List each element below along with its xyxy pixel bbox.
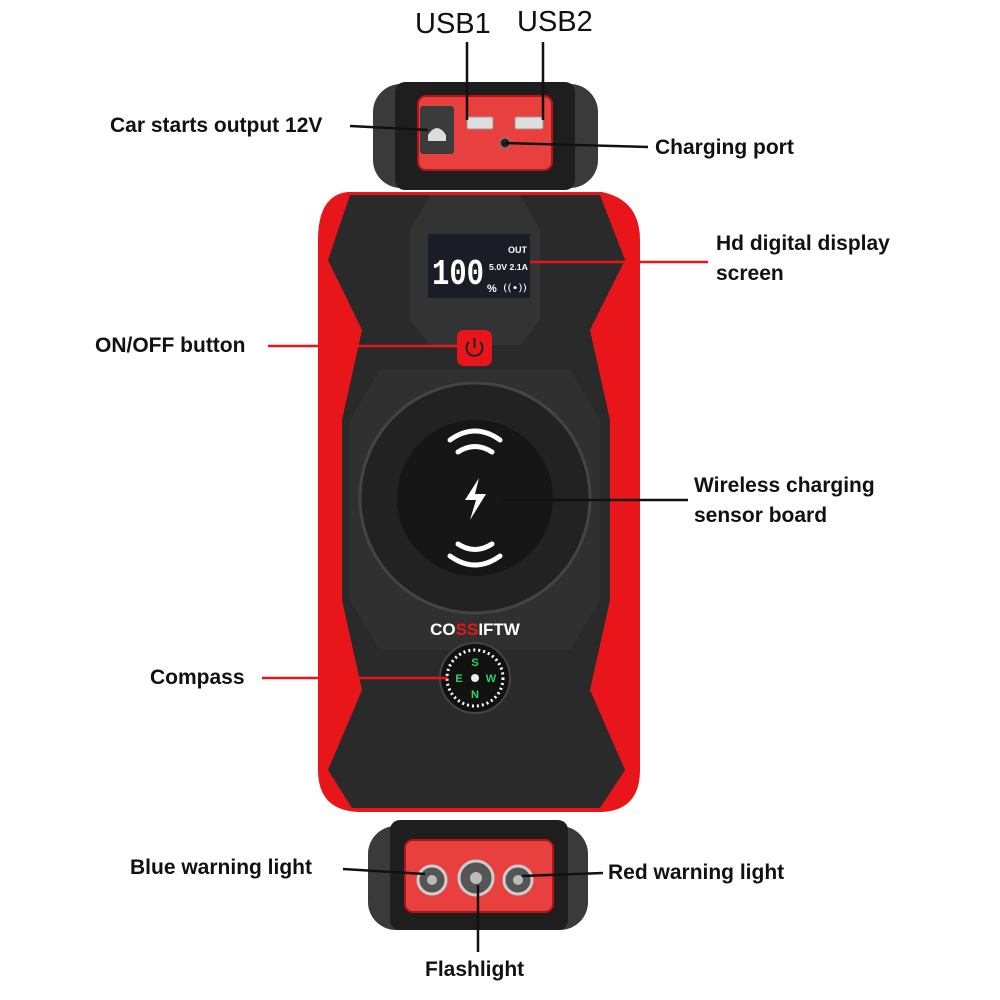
output-readout: 5.0V 2.1A (489, 263, 528, 272)
usb2-port (514, 116, 544, 130)
red-warning-light (502, 864, 534, 896)
brand-logo: COSSIFTW (430, 620, 521, 639)
callout-lines (262, 42, 708, 952)
label-usb1: USB1 (415, 8, 491, 40)
label-usb2: USB2 (517, 6, 593, 38)
top-end-cap (373, 82, 598, 190)
label-charging-port: Charging port (655, 136, 794, 159)
compass-s: S (471, 657, 478, 669)
label-wireless-line1: Wireless charging (694, 474, 875, 497)
label-display: Hd digital display screen (716, 229, 890, 289)
compass-e: E (455, 673, 462, 685)
usb1-port (466, 116, 494, 130)
percent-sign: % (487, 283, 497, 295)
label-car-start: Car starts output 12V (110, 114, 323, 137)
battery-percent: 100 (432, 254, 484, 295)
label-red-light: Red warning light (608, 861, 785, 884)
label-display-line1: Hd digital display (716, 232, 890, 255)
bottom-end-cap (368, 820, 588, 930)
label-blue-light: Blue warning light (130, 856, 312, 879)
compass: S N E W (439, 642, 511, 714)
label-compass: Compass (150, 666, 245, 689)
power-button[interactable] (457, 330, 492, 366)
label-wireless: Wireless charging sensor board (694, 471, 875, 531)
compass-w: W (486, 673, 497, 685)
label-on-off: ON/OFF button (95, 334, 246, 357)
wireless-waves-icon (447, 428, 503, 568)
label-flashlight: Flashlight (425, 958, 525, 981)
out-label: OUT (508, 245, 528, 255)
label-wireless-line2: sensor board (694, 504, 828, 527)
wireless-charging-pad (358, 381, 592, 615)
blue-warning-light (416, 864, 448, 896)
lightning-icon (465, 478, 486, 520)
compass-n: N (471, 689, 479, 701)
label-display-line2: screen (716, 262, 784, 285)
car-icon (428, 128, 446, 141)
wireless-indicator-icon: ((•)) (503, 283, 527, 294)
power-icon (465, 341, 484, 357)
digital-display: 100 % OUT 5.0V 2.1A ((•)) (428, 234, 530, 298)
flashlight-lens (457, 859, 495, 897)
